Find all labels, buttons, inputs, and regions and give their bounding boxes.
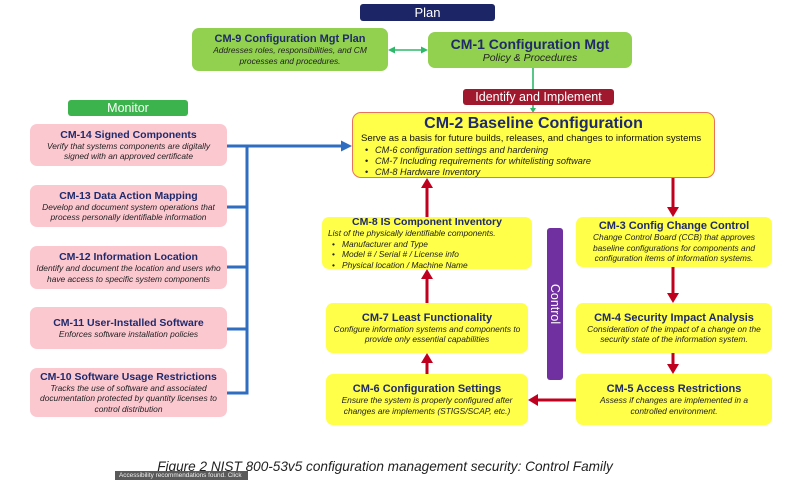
cm8-bullet: Model # / Serial # / License info: [328, 249, 459, 260]
cm2-box: CM-2 Baseline Configuration Serve as a b…: [352, 112, 715, 178]
cm10-box: CM-10 Software Usage Restrictions Tracks…: [30, 368, 227, 417]
control-label-text: Control: [548, 283, 563, 325]
cm6-desc: Ensure the system is properly configured…: [341, 395, 513, 416]
cm11-desc: Enforces software installation policies: [58, 328, 199, 339]
plan-phase-label: Plan: [360, 4, 495, 21]
cm5-desc: Assess if changes are implemented in a c…: [599, 395, 749, 416]
arrowhead-cm8: [421, 269, 433, 279]
cm7-box: CM-7 Least Functionality Configure infor…: [326, 303, 528, 353]
cm1-box: CM-1 Configuration Mgt Policy & Procedur…: [428, 32, 632, 68]
monitor-phase-label: Monitor: [68, 100, 188, 116]
cm12-box: CM-12 Information Location Identify and …: [30, 246, 227, 289]
cm11-title: CM-11 User-Installed Software: [53, 316, 204, 329]
cm5-title: CM-5 Access Restrictions: [606, 383, 742, 395]
cm6-title: CM-6 Configuration Settings: [352, 383, 502, 395]
cm8-title: CM-8 IS Component Inventory: [352, 216, 502, 228]
cm4-box: CM-4 Security Impact Analysis Considerat…: [576, 303, 772, 353]
monitor-arrowhead: [341, 140, 352, 152]
arrowhead-cm3: [667, 207, 679, 217]
cm8-box: CM-8 IS Component Inventory List of the …: [322, 216, 532, 271]
flow-arrows: [425, 178, 675, 402]
cm2-title: CM-2 Baseline Configuration: [424, 115, 643, 132]
control-phase-label: Control: [547, 228, 563, 380]
cm2-bullet: CM-8 Hardware Inventory: [361, 167, 706, 178]
arrowhead-cm6: [528, 394, 538, 406]
monitor-bus: [227, 144, 343, 395]
cm8-bullet: Manufacturer and Type: [328, 239, 428, 250]
cm3-title: CM-3 Config Change Control: [598, 220, 750, 233]
cm4-title: CM-4 Security Impact Analysis: [594, 311, 754, 324]
arrowhead-cm2: [421, 178, 433, 188]
cm14-box: CM-14 Signed Components Verify that syst…: [30, 124, 227, 166]
cm3-desc: Change Control Board (CCB) that approves…: [592, 232, 756, 264]
cm4-desc: Consideration of the impact of a change …: [587, 323, 761, 345]
cm1-title: CM-1 Configuration Mgt: [450, 35, 610, 52]
cm11-box: CM-11 User-Installed Software Enforces s…: [30, 307, 227, 349]
arrowhead-down: [530, 108, 536, 113]
cm14-title: CM-14 Signed Components: [60, 128, 197, 141]
cm2-bullet: CM-6 configuration settings and hardenin…: [361, 145, 706, 156]
cm9-box: CM-9 Configuration Mgt Plan Addresses ro…: [192, 28, 388, 71]
cm12-title: CM-12 Information Location: [59, 251, 198, 263]
arrowhead-cm4: [667, 293, 679, 303]
cm10-title: CM-10 Software Usage Restrictions: [40, 370, 217, 383]
cm7-desc: Configure information systems and compon…: [333, 323, 521, 345]
cm13-box: CM-13 Data Action Mapping Develop and do…: [30, 185, 227, 227]
cm13-title: CM-13 Data Action Mapping: [59, 189, 198, 202]
cm7-title: CM-7 Least Functionality: [361, 311, 493, 324]
cm3-box: CM-3 Config Change Control Change Contro…: [576, 217, 772, 267]
arrowhead-cm5: [667, 364, 679, 374]
cm9-desc: Addresses roles, responsibilities, and C…: [213, 45, 367, 66]
cm2-bullet: CM-7 Including requirements for whitelis…: [361, 156, 706, 167]
cm8-bullet: Physical location / Machine Name: [328, 260, 468, 271]
cm10-desc: Tracks the use of software and associate…: [40, 382, 217, 414]
cm2-desc: Serve as a basis for future builds, rele…: [361, 133, 702, 144]
cm9-title: CM-9 Configuration Mgt Plan: [214, 33, 366, 45]
arrowhead-right: [421, 46, 428, 54]
cm14-desc: Verify that systems components are digit…: [46, 140, 211, 162]
figure-caption: Figure 2 NIST 800-53v5 configuration man…: [157, 459, 613, 474]
identify-implement-phase-label: Identify and Implement: [463, 89, 614, 105]
cm5-box: CM-5 Access Restrictions Assess if chang…: [576, 374, 772, 425]
arrowhead-cm7: [421, 353, 433, 363]
cm6-box: CM-6 Configuration Settings Ensure the s…: [326, 374, 528, 425]
cm12-desc: Identify and document the location and u…: [36, 263, 221, 284]
arrowhead-left: [388, 46, 395, 54]
accessibility-tooltip[interactable]: Accessibility recommendations found. Cli…: [115, 471, 248, 480]
cm1-desc: Policy & Procedures: [482, 51, 578, 64]
cm13-desc: Develop and document system operations t…: [42, 201, 215, 223]
cm8-desc: List of the physically identifiable comp…: [328, 228, 496, 238]
